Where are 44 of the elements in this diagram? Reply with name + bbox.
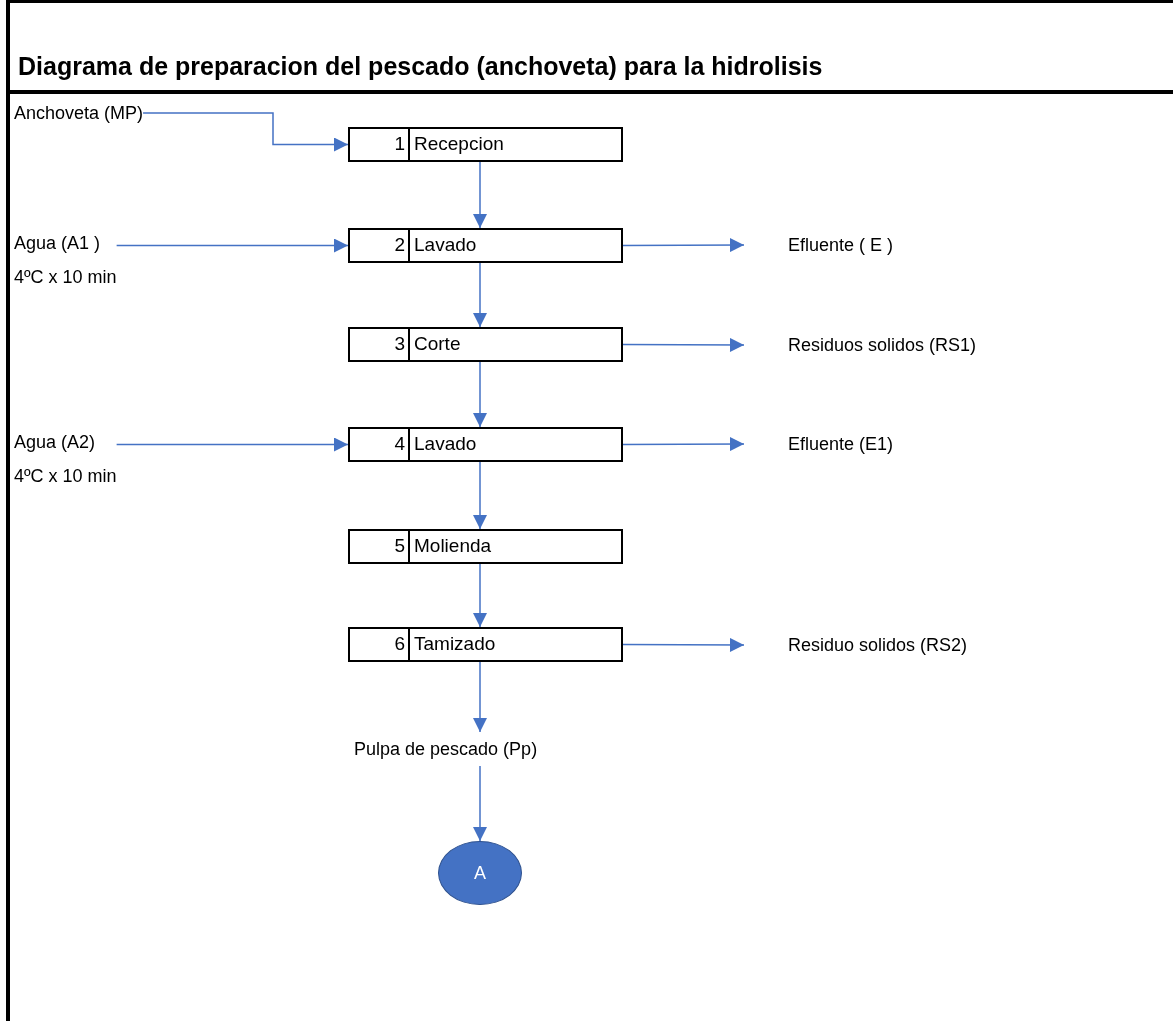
stream-label: Agua (A2) bbox=[14, 431, 97, 454]
diagram-title: Diagrama de preparacion del pescado (anchoveta) para la hidrolisis bbox=[18, 52, 823, 81]
step-label: Molienda bbox=[413, 534, 492, 558]
flow-arrow bbox=[473, 161, 487, 229]
step-label: Lavado bbox=[413, 432, 477, 456]
flow-arrow bbox=[142, 112, 349, 152]
flow-arrow bbox=[115, 437, 349, 452]
process-box bbox=[348, 127, 623, 162]
step-label: Lavado bbox=[413, 233, 477, 257]
step-number: 6 bbox=[350, 629, 410, 660]
flow-arrow bbox=[473, 563, 487, 628]
stream-label: Efluente ( E ) bbox=[788, 234, 894, 257]
flow-arrow bbox=[473, 765, 487, 842]
stream-label: Efluente (E1) bbox=[788, 433, 894, 456]
flow-arrow bbox=[622, 238, 745, 253]
step-number: 4 bbox=[350, 429, 410, 460]
step-label: Recepcion bbox=[413, 132, 504, 156]
flow-arrow bbox=[115, 238, 349, 253]
flow-arrow bbox=[622, 437, 745, 452]
step-number: 2 bbox=[350, 230, 410, 261]
process-box bbox=[348, 228, 623, 263]
process-box bbox=[348, 427, 623, 462]
step-label: Corte bbox=[413, 332, 461, 356]
flow-arrow bbox=[473, 262, 487, 328]
step-number: 3 bbox=[350, 329, 410, 360]
step-number: 5 bbox=[350, 531, 410, 562]
step-label: Tamizado bbox=[413, 632, 496, 656]
flow-arrow bbox=[473, 661, 487, 733]
step-number: 1 bbox=[350, 129, 410, 160]
stream-label: Anchoveta (MP) bbox=[14, 102, 144, 125]
condition-note: 4ºC x 10 min bbox=[14, 465, 117, 488]
stream-label: Residuos solidos (RS1) bbox=[788, 334, 977, 357]
connector-circle: A bbox=[438, 841, 522, 905]
stream-label: Pulpa de pescado (Pp) bbox=[354, 738, 538, 761]
process-box bbox=[348, 327, 623, 362]
condition-note: 4ºC x 10 min bbox=[14, 266, 117, 289]
flow-arrow bbox=[473, 361, 487, 428]
process-box bbox=[348, 529, 623, 564]
flow-arrow bbox=[473, 461, 487, 530]
process-box bbox=[348, 627, 623, 662]
stream-label: Agua (A1 ) bbox=[14, 232, 102, 255]
flow-arrow bbox=[622, 337, 745, 352]
stream-label: Residuo solidos (RS2) bbox=[788, 634, 968, 657]
flow-arrow bbox=[622, 637, 745, 652]
